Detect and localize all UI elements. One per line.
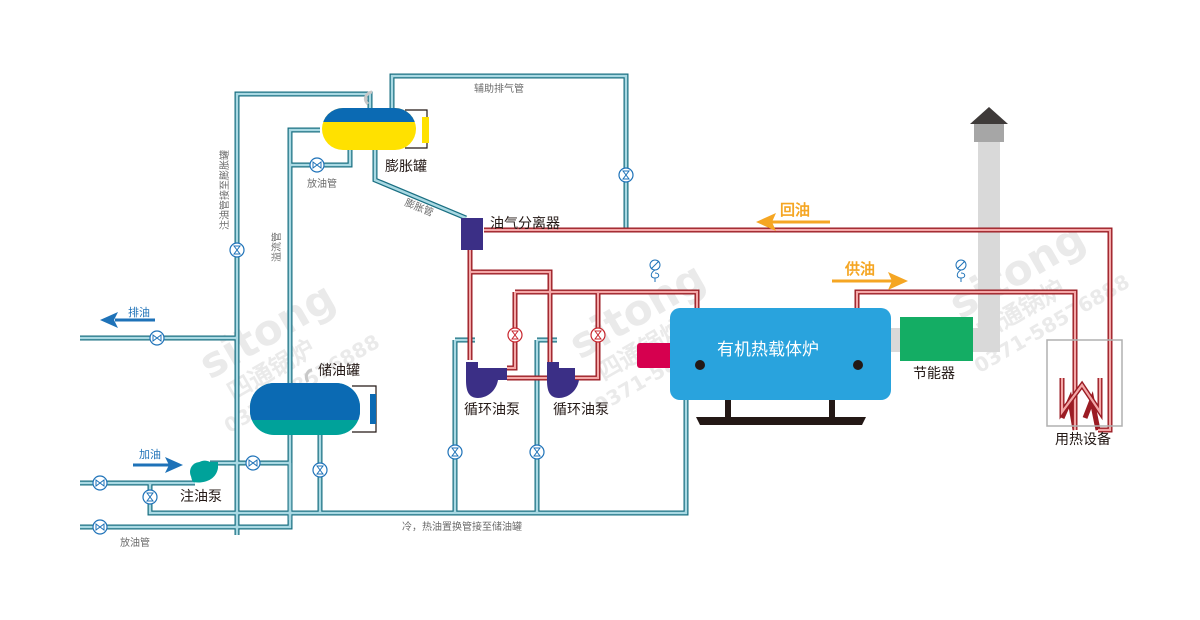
- fill-to-expansion-label: 注油管接至膨胀罐: [218, 150, 231, 230]
- valve-icon: [245, 455, 261, 471]
- supply-oil-arrow: 供油: [832, 260, 908, 290]
- supply-oil-label: 供油: [844, 260, 875, 278]
- discharge-oil-arrow: 排油: [100, 305, 155, 328]
- valve-icon: [447, 444, 463, 460]
- valve-icon: [142, 489, 158, 505]
- return-oil-label: 回油: [780, 201, 810, 219]
- return-oil-arrow: 回油: [756, 201, 830, 231]
- chimney-cap-icon: [970, 107, 1008, 124]
- valve-icon: [149, 330, 165, 346]
- aux-vent-label: 辅助排气管: [474, 82, 524, 95]
- circulation-pump-2: 循环油泵: [547, 362, 609, 418]
- discharge-oil-label: 排油: [128, 305, 150, 319]
- storage-tank-label: 储油罐: [318, 363, 360, 379]
- drain-upper-label: 放油管: [307, 177, 337, 190]
- oil-gas-separator: 油气分离器: [461, 215, 560, 250]
- boiler-label: 有机热载体炉: [717, 340, 819, 360]
- arrow-right-icon: [165, 457, 183, 473]
- circulation-pump-1: 循环油泵: [464, 362, 520, 418]
- drain-lower-label: 放油管: [120, 536, 150, 549]
- boiler: 有机热载体炉: [637, 308, 891, 425]
- storage-tank: 储油罐: [250, 363, 377, 435]
- add-oil-label: 加油: [139, 447, 161, 461]
- add-oil-arrow: 加油: [133, 447, 183, 473]
- arrow-left-icon: [756, 213, 776, 231]
- valve-icon: [590, 327, 606, 343]
- economizer-label: 节能器: [913, 366, 955, 382]
- expansion-tank-label: 膨胀罐: [385, 158, 427, 175]
- injection-pump: 注油泵: [178, 460, 222, 505]
- valve-icon: [92, 475, 108, 491]
- injection-pump-label: 注油泵: [180, 489, 222, 505]
- valve-icon: [312, 462, 328, 478]
- valve-icon: [309, 157, 325, 173]
- overflow-label: 溢流管: [270, 232, 283, 262]
- economizer: 节能器: [900, 317, 973, 382]
- valve-icon: [229, 242, 245, 258]
- circulation-pump-label: 循环油泵: [553, 402, 609, 418]
- heat-user-equipment: 用热设备: [1046, 339, 1123, 448]
- valve-icon: [92, 519, 108, 535]
- valve-icon: [529, 444, 545, 460]
- expansion-tank: 膨胀罐: [322, 90, 429, 175]
- replacement-pipe-label: 冷，热油置换管接至储油罐: [402, 520, 522, 533]
- valve-icon: [507, 327, 523, 343]
- valve-icon: [618, 167, 634, 183]
- circulation-pump-label: 循环油泵: [464, 402, 520, 418]
- arrow-right-icon: [888, 272, 908, 290]
- burner: [637, 343, 673, 368]
- arrow-left-icon: [100, 312, 118, 328]
- heat-user-label: 用热设备: [1055, 431, 1111, 448]
- separator-label: 油气分离器: [490, 215, 560, 232]
